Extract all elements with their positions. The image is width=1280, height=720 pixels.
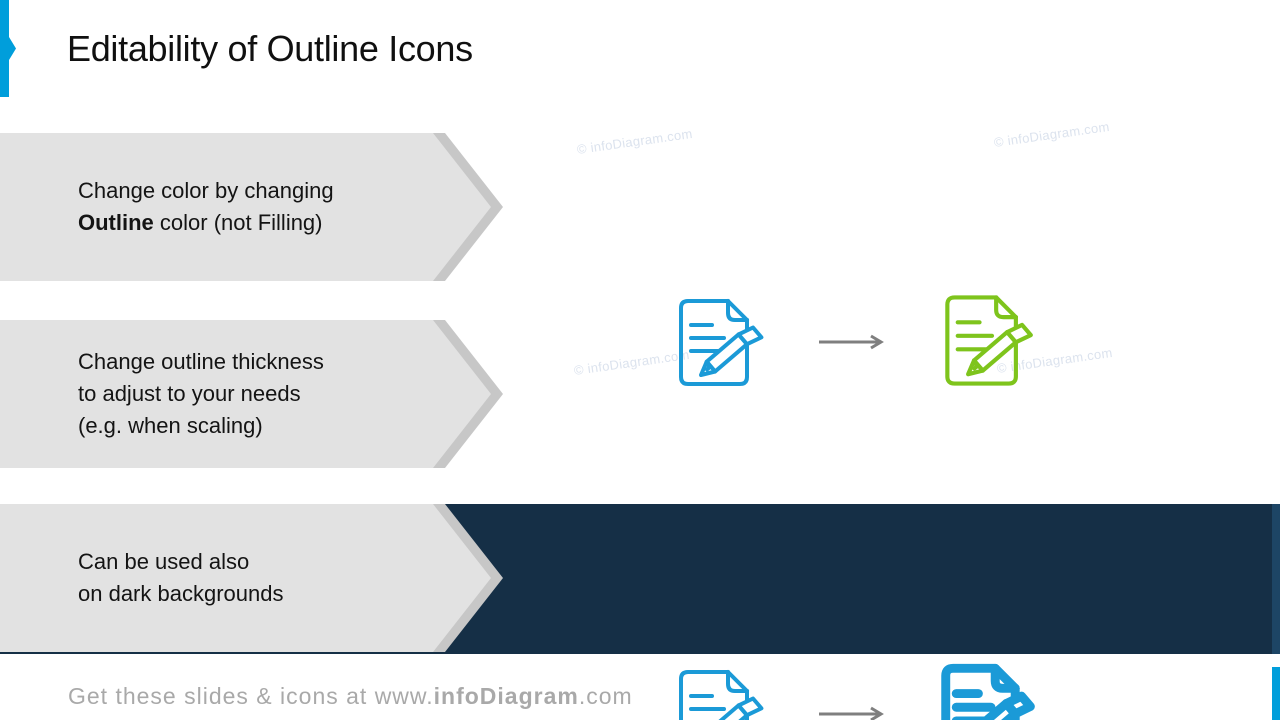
banner-line: Change color by changing (78, 178, 334, 203)
footer-text: .com (578, 683, 633, 709)
doc-pencil-green-icon (938, 291, 1046, 390)
chevron-banner (0, 504, 503, 652)
banner-label: Change outline thickness to adjust to yo… (0, 320, 438, 468)
chevron-banner-face (0, 504, 491, 652)
title-accent-bar (0, 0, 16, 97)
footer-credit: Get these slides & icons at www.infoDiag… (68, 683, 633, 710)
page-title: Editability of Outline Icons (67, 28, 473, 69)
right-edge-accent-blue (1272, 667, 1280, 720)
banner-line: Can be used also (78, 549, 250, 574)
chevron-banner (0, 133, 503, 281)
doc-pencil-blue-icon (672, 666, 776, 720)
chevron-banner-face (0, 320, 491, 468)
banner-line: on dark backgrounds (78, 581, 284, 606)
row-dark-background: Can be used also on dark backgrounds (0, 504, 1280, 652)
doc-pencil-blue-icon (672, 295, 776, 390)
chevron-banner-face (0, 133, 491, 281)
banner-line: Change outline thickness (78, 349, 324, 374)
right-edge-accent-dark (1272, 504, 1280, 654)
footer-text: Get these slides & icons at www. (68, 683, 434, 709)
transform-arrow-icon (818, 705, 892, 720)
banner-label: Can be used also on dark backgrounds (0, 504, 438, 652)
banner-line: Outline color (not Filling) (78, 210, 323, 235)
banner-line: (e.g. when scaling) (78, 413, 263, 438)
banner-line: to adjust to your needs (78, 381, 301, 406)
row-change-color: Change color by changing Outline color (… (0, 133, 1280, 281)
footer-brand: infoDiagram (433, 683, 579, 709)
banner-label: Change color by changing Outline color (… (0, 133, 438, 281)
chevron-banner (0, 320, 503, 468)
row-change-thickness: Change outline thickness to adjust to yo… (0, 320, 1280, 468)
doc-pencil-thick-blue-icon (936, 662, 1046, 720)
